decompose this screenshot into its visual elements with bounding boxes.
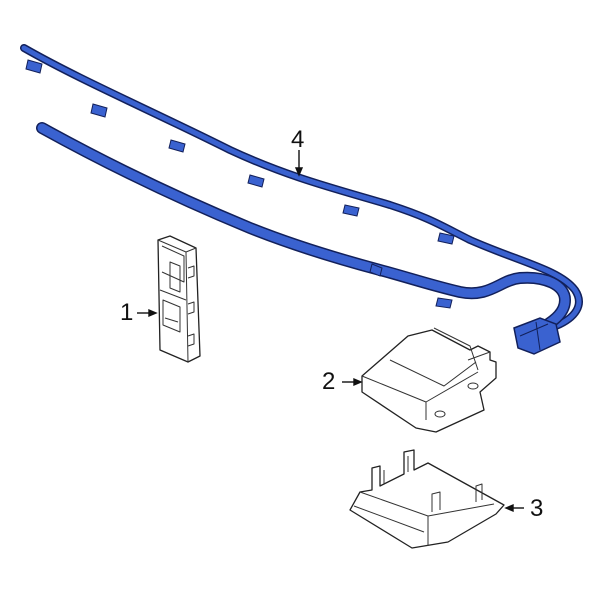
callout-arrows [137, 150, 524, 513]
callout-label-4: 4 [291, 126, 305, 153]
callout-label-1: 1 [120, 299, 134, 326]
harness-clip [25, 59, 455, 309]
part-2-control-module[interactable] [361, 327, 497, 433]
part-3-cover[interactable] [349, 449, 505, 549]
callout-label-2: 2 [322, 368, 336, 395]
harness-connector [513, 317, 561, 355]
part-1-module[interactable] [157, 235, 201, 363]
callout-label-3: 3 [530, 495, 544, 522]
wiring-harness[interactable] [20, 44, 583, 355]
